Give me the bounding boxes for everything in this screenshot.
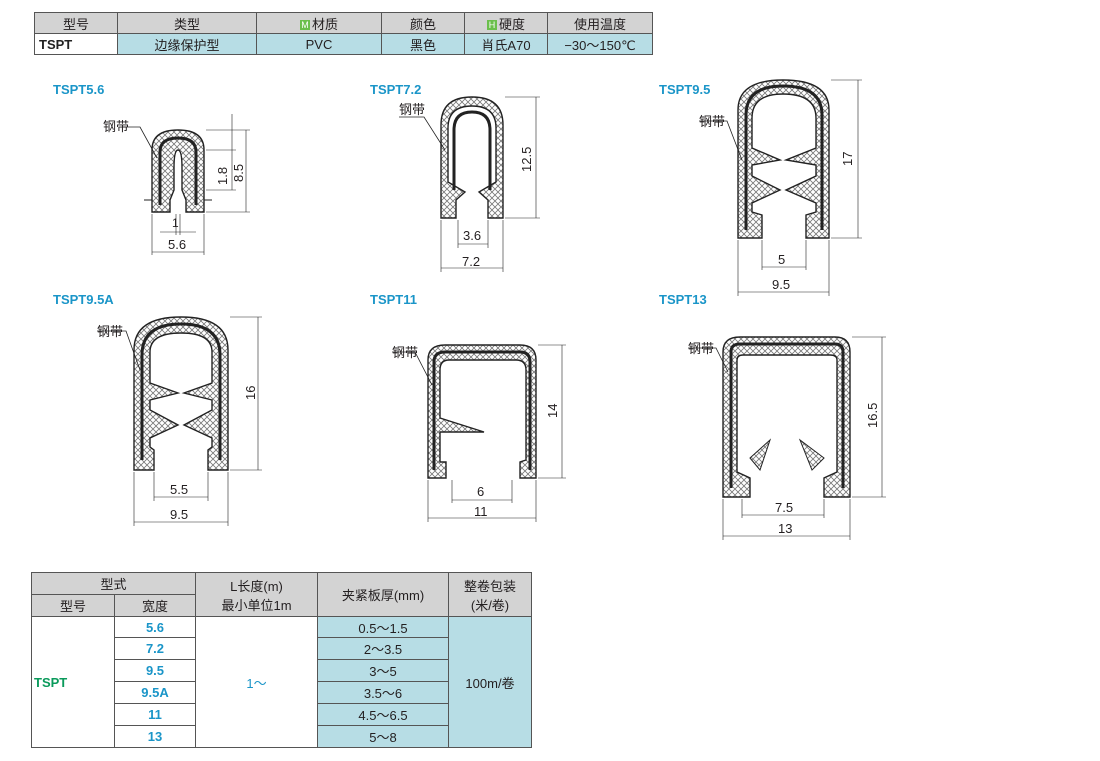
profile-tspt5-6	[123, 114, 250, 255]
dim-11-inner: 6	[477, 484, 484, 499]
header-length-line2: 最小单位1m	[221, 597, 292, 613]
strip-label-13: 钢带	[688, 341, 714, 356]
width-cell: 9.5A	[114, 681, 196, 704]
profile-tspt7-2	[399, 96, 540, 272]
width-cell: 5.6	[114, 616, 196, 638]
header-pack-line1: 整卷包装	[463, 578, 516, 594]
header-clamp: 夹紧板厚(mm)	[317, 572, 449, 617]
clamp-cell: 4.5～6.5	[317, 703, 449, 726]
profile-tspt9-5	[699, 79, 862, 296]
strip-label-9-5a: 钢带	[97, 324, 123, 339]
dim-5-6-width: 5.6	[168, 237, 186, 252]
profile-tspt11	[392, 344, 566, 522]
width-cell: 7.2	[114, 637, 196, 660]
row-model: TSPT	[34, 33, 118, 55]
header-length: L长度(m) 最小单位1m	[195, 572, 318, 617]
row-color: 黑色	[381, 33, 465, 55]
dim-7-2-inner: 3.6	[463, 228, 481, 243]
header-hardness-label: 硬度	[498, 16, 525, 32]
dim-9-5a-inner: 5.5	[170, 482, 188, 497]
diagram-title-5-6: TSPT5.6	[53, 82, 105, 97]
diagram-title-13: TSPT13	[659, 292, 707, 307]
diagram-title-9-5a: TSPT9.5A	[53, 292, 114, 307]
material-badge-icon: M	[299, 20, 310, 31]
dim-13-height: 16.5	[865, 403, 880, 428]
order-model: TSPT	[31, 616, 115, 748]
dim-7-2-width: 7.2	[462, 254, 480, 269]
dim-5-6-tab: 1.8	[215, 167, 230, 185]
order-length: 1～	[195, 616, 318, 748]
clamp-cell: 3～5	[317, 659, 449, 682]
dim-9-5-width: 9.5	[772, 277, 790, 292]
clamp-cell: 5～8	[317, 725, 449, 748]
dim-13-width: 13	[778, 521, 792, 536]
dim-13-inner: 7.5	[775, 500, 793, 515]
order-pack: 100m/卷	[448, 616, 532, 748]
header-pack: 整卷包装 (米/卷)	[448, 572, 532, 617]
header-model: 型号	[34, 12, 118, 34]
dim-11-width: 11	[474, 504, 488, 519]
header-form: 型式	[31, 572, 196, 595]
clamp-cell: 0.5～1.5	[317, 616, 449, 638]
header-length-line1: L长度(m)	[230, 578, 283, 594]
width-cell: 11	[114, 703, 196, 726]
dim-9-5-inner: 5	[778, 252, 785, 267]
header-temp: 使用温度	[547, 12, 653, 34]
dim-11-height: 14	[545, 404, 560, 418]
row-temp: −30～150℃	[547, 33, 653, 55]
profile-tspt13	[688, 336, 886, 540]
header-pack-line2: (米/卷)	[470, 597, 510, 613]
header-width: 宽度	[114, 594, 196, 617]
diagram-title-11: TSPT11	[370, 292, 417, 307]
header-model: 型号	[31, 594, 115, 617]
row-hardness: 肖氏A70	[464, 33, 548, 55]
strip-label-7-2: 钢带	[399, 102, 425, 117]
hardness-badge-icon: H	[486, 20, 497, 31]
dim-7-2-height: 12.5	[519, 147, 534, 172]
strip-label-9-5: 钢带	[699, 114, 725, 129]
strip-label-11: 钢带	[392, 345, 418, 360]
clamp-cell: 2～3.5	[317, 637, 449, 660]
header-type: 类型	[117, 12, 257, 34]
header-color: 颜色	[381, 12, 465, 34]
dim-9-5-height: 17	[840, 152, 855, 166]
profile-drawings: 钢带 1 5.6 1.8 8.5 钢带 3.6 7.2 12.5 钢带 5 9.…	[97, 79, 886, 540]
dim-9-5a-height: 16	[243, 386, 258, 400]
strip-label-5-6: 钢带	[103, 119, 129, 134]
diagram-title-9-5: TSPT9.5	[659, 82, 711, 97]
dim-9-5a-width: 9.5	[170, 507, 188, 522]
clamp-cell: 3.5～6	[317, 681, 449, 704]
dim-5-6-inner: 1	[172, 216, 179, 230]
order-table: 型式 L长度(m) 最小单位1m 夹紧板厚(mm) 整卷包装 (米/卷) 型号 …	[31, 572, 532, 748]
row-material: PVC	[256, 33, 382, 55]
diagram-title-7-2: TSPT7.2	[370, 82, 422, 97]
header-material-label: 材质	[311, 16, 338, 32]
width-cell: 13	[114, 725, 196, 748]
width-cell: 9.5	[114, 659, 196, 682]
profile-tspt9-5a	[97, 316, 262, 526]
row-type: 边缘保护型	[117, 33, 257, 55]
dim-5-6-height: 8.5	[231, 164, 246, 182]
